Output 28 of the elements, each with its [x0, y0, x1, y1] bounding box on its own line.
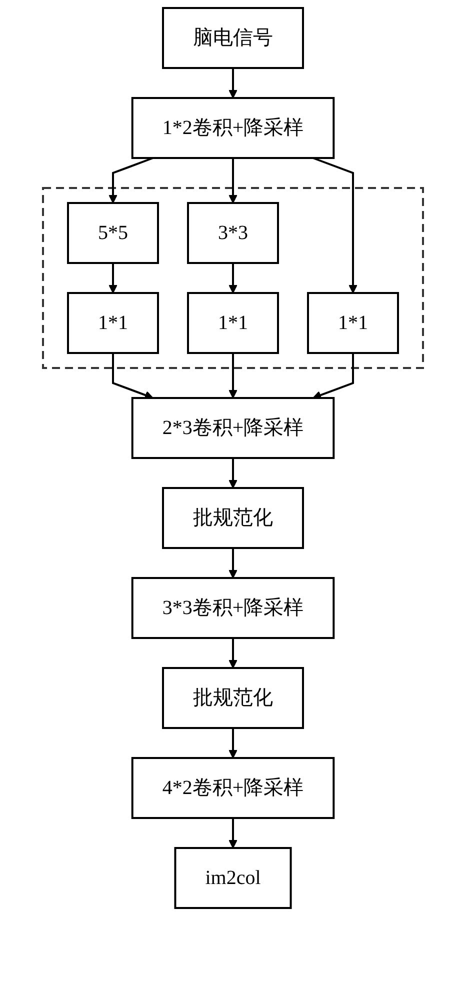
arrow	[228, 353, 238, 398]
arrow	[228, 728, 238, 758]
arrow	[228, 68, 238, 98]
node-box: 1*1	[187, 292, 279, 354]
node-box: 5*5	[67, 202, 159, 264]
arrow	[108, 157, 154, 204]
arrow	[228, 263, 238, 294]
node-box: im2col	[174, 847, 292, 909]
node-box: 1*1	[307, 292, 399, 354]
arrow	[108, 263, 118, 294]
arrow	[312, 157, 358, 294]
arrow	[228, 548, 238, 578]
node-box: 2*3卷积+降采样	[131, 397, 335, 459]
node-box: 批规范化	[162, 487, 304, 549]
arrow	[228, 818, 238, 848]
node-box: 4*2卷积+降采样	[131, 757, 335, 819]
arrow	[312, 353, 354, 400]
node-box: 脑电信号	[162, 7, 304, 69]
arrow	[228, 638, 238, 668]
arrow	[228, 458, 238, 488]
node-box: 批规范化	[162, 667, 304, 729]
arrow	[112, 353, 154, 400]
node-box: 1*2卷积+降采样	[131, 97, 335, 159]
arrow	[228, 158, 238, 204]
node-box: 3*3	[187, 202, 279, 264]
node-box: 1*1	[67, 292, 159, 354]
node-box: 3*3卷积+降采样	[131, 577, 335, 639]
cluster	[42, 187, 424, 369]
